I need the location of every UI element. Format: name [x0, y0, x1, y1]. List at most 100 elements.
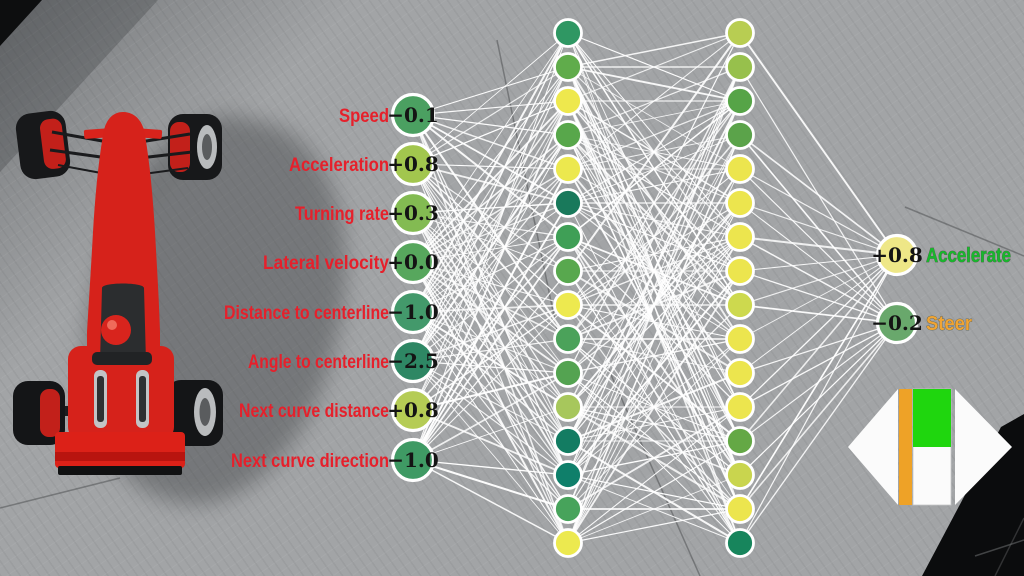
connection-line: [412, 163, 569, 476]
input-label-next-curve-direction: Next curve direction: [231, 451, 389, 472]
hidden1-node-12: [553, 392, 583, 422]
connection-line: [567, 168, 741, 204]
hidden2-node-12: [725, 392, 755, 422]
connection-line: [412, 32, 569, 263]
connection-line: [567, 66, 741, 408]
input-node-turning-rate: [390, 190, 436, 236]
connection-line: [567, 474, 741, 544]
output-value-steer: −0.2: [871, 311, 923, 335]
connection-line: [412, 459, 569, 476]
connection-line: [412, 168, 569, 461]
hidden1-node-5: [553, 154, 583, 184]
wheel-rear-right: [166, 380, 223, 446]
connection-line: [739, 254, 898, 510]
input-node-acceleration: [390, 141, 436, 187]
connection-line: [739, 254, 898, 408]
connection-line: [739, 322, 898, 544]
connection-line: [412, 66, 569, 313]
connection-line: [412, 212, 569, 272]
connection-line: [412, 409, 569, 476]
connection-line: [412, 163, 569, 272]
connection-line: [412, 311, 569, 510]
connection-line: [412, 66, 569, 116]
connection-line: [412, 236, 569, 461]
connection-line: [412, 202, 569, 461]
connection-line: [412, 134, 569, 362]
hidden2-node-8: [725, 256, 755, 286]
connection-line: [567, 32, 741, 68]
input-label-speed: Speed: [339, 106, 389, 127]
top-left-barrier: [0, 0, 42, 46]
connection-line: [412, 311, 569, 476]
connection-line: [739, 32, 898, 256]
input-label-next-curve-distance: Next curve distance: [239, 401, 389, 422]
connection-line: [412, 360, 569, 374]
connection-line: [739, 322, 898, 408]
input-node-speed: [390, 92, 436, 138]
connection-line: [412, 66, 569, 411]
input-value-angle-to-centerline: −2.5: [387, 349, 439, 373]
connection-line: [412, 261, 569, 340]
hidden2-node-2: [725, 52, 755, 82]
connection-line: [567, 66, 741, 510]
connection-line: [567, 168, 741, 544]
connection-line: [412, 100, 569, 461]
connection-line: [567, 100, 741, 136]
connection-line: [412, 212, 569, 238]
connection-line: [412, 100, 569, 362]
connection-line: [412, 459, 569, 544]
throttle-fill: [913, 389, 951, 447]
input-node-distance-to-centerline: [390, 289, 436, 335]
connection-line: [739, 254, 898, 544]
hidden1-node-10: [553, 324, 583, 354]
connection-line: [412, 372, 569, 411]
hidden1-node-9: [553, 290, 583, 320]
connection-line: [412, 311, 569, 408]
connection-line: [412, 236, 569, 362]
connection-line: [412, 32, 569, 165]
connection-line: [567, 32, 741, 170]
connection-line: [739, 254, 898, 272]
hidden1-node-3: [553, 86, 583, 116]
connection-line: [412, 114, 569, 476]
connection-line: [412, 212, 569, 408]
connection-line: [412, 168, 569, 313]
connection-line: [412, 134, 569, 313]
output-label-steer: Steer: [926, 313, 972, 335]
connection-line: [412, 202, 569, 214]
connection-line: [412, 32, 569, 362]
steer-bar: [899, 389, 912, 505]
input-label-distance-to-centerline: Distance to centerline: [224, 303, 389, 324]
input-label-turning-rate: Turning rate: [295, 204, 389, 225]
connection-line: [412, 100, 569, 263]
hidden-layer-1: [553, 18, 583, 558]
connection-line: [412, 202, 569, 313]
connections: [412, 32, 898, 544]
connection-line: [412, 100, 569, 313]
connection-line: [412, 236, 569, 313]
connection-line: [412, 360, 569, 510]
connection-line: [567, 100, 741, 170]
hidden2-node-14: [725, 460, 755, 490]
hidden1-node-14: [553, 460, 583, 490]
connection-line: [412, 163, 569, 374]
left-arrow-icon: [848, 389, 898, 505]
hidden2-node-13: [725, 426, 755, 456]
connection-line: [567, 32, 741, 374]
connection-line: [412, 261, 569, 306]
connection-line: [412, 261, 569, 510]
hidden1-node-2: [553, 52, 583, 82]
engine-vents: [94, 370, 149, 428]
connection-line: [567, 66, 741, 442]
input-value-turning-rate: +0.3: [387, 201, 439, 225]
connection-line: [412, 311, 569, 544]
hidden1-node-7: [553, 222, 583, 252]
connection-line: [567, 440, 741, 544]
input-node-next-curve-distance: [390, 387, 436, 433]
hidden1-node-11: [553, 358, 583, 388]
connection-line: [412, 372, 569, 461]
connection-line: [412, 168, 569, 263]
input-value-next-curve-direction: −1.0: [387, 448, 439, 472]
